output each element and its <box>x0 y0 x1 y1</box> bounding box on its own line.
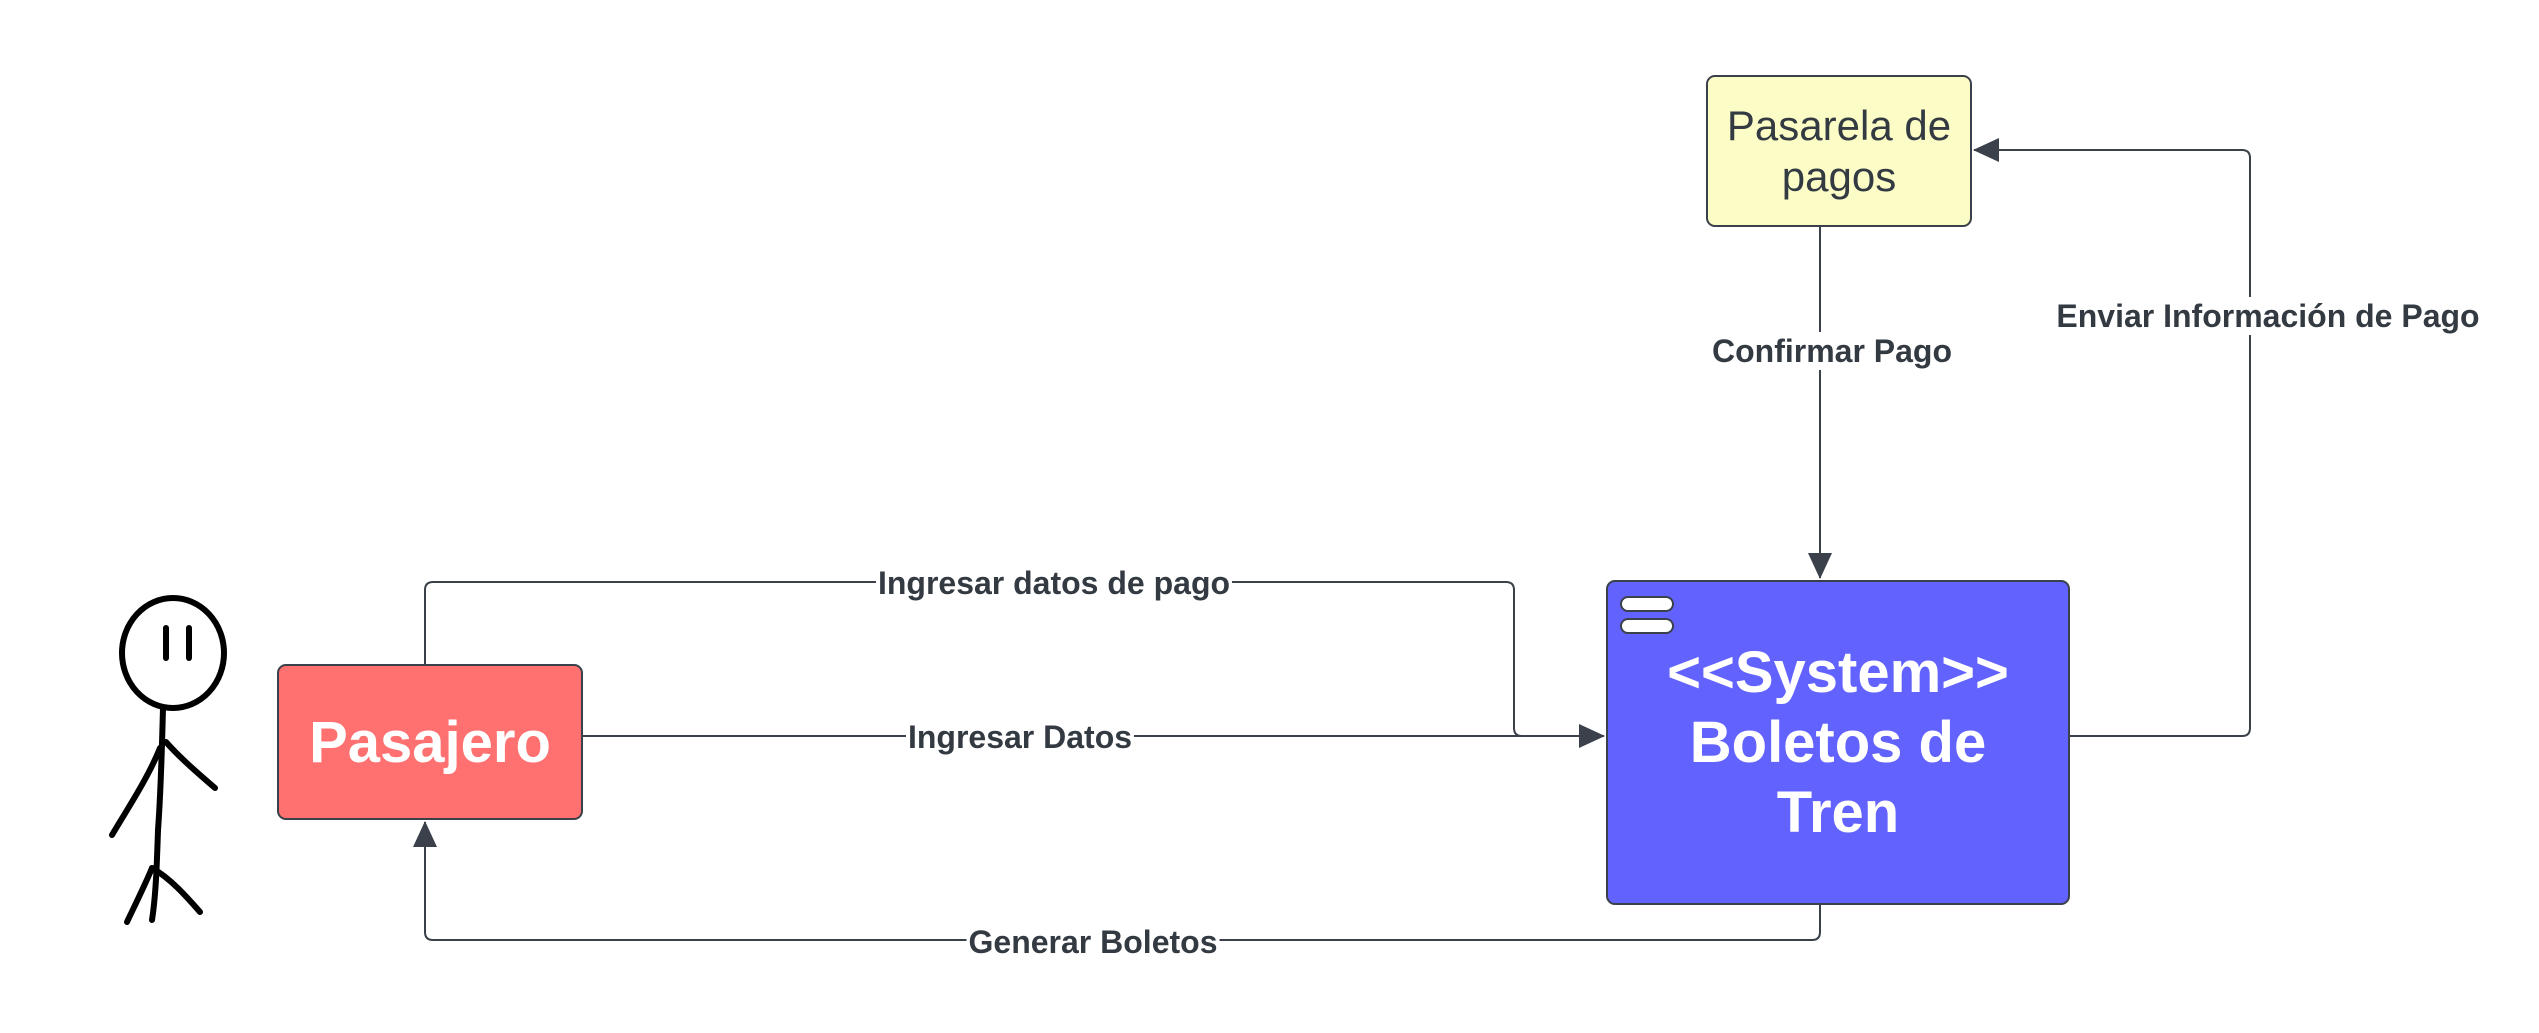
system-name-line-2: Tren <box>1776 779 1900 845</box>
component-icon <box>1620 596 1674 612</box>
edge-label-confirmar-pago: Confirmar Pago <box>1709 332 1955 370</box>
edge-label-enviar-informacion: Enviar Información de Pago <box>2054 297 2482 335</box>
edge-label-generar-boletos: Generar Boletos <box>966 923 1220 961</box>
pasajero-box[interactable]: Pasajero <box>277 664 583 820</box>
component-icon <box>1620 618 1674 634</box>
pasarela-label: Pasarela de pagos <box>1726 101 1952 200</box>
edge-enviar-informacion[interactable] <box>1973 138 2251 737</box>
pasajero-label: Pasajero <box>309 709 551 775</box>
system-box[interactable]: <<System>> Boletos de Tren <box>1606 580 2070 905</box>
stick-figure-icon <box>109 595 227 925</box>
edge-label-ingresar-datos-pago: Ingresar datos de pago <box>875 564 1233 602</box>
edge-label-ingresar-datos: Ingresar Datos <box>905 718 1135 756</box>
pasarela-box[interactable]: Pasarela de pagos <box>1706 75 1972 227</box>
system-stereotype: <<System>> <box>1667 639 2009 705</box>
system-name-line-1: Boletos de <box>1689 709 1987 775</box>
edge-ingresar-datos-pago <box>424 581 1590 737</box>
